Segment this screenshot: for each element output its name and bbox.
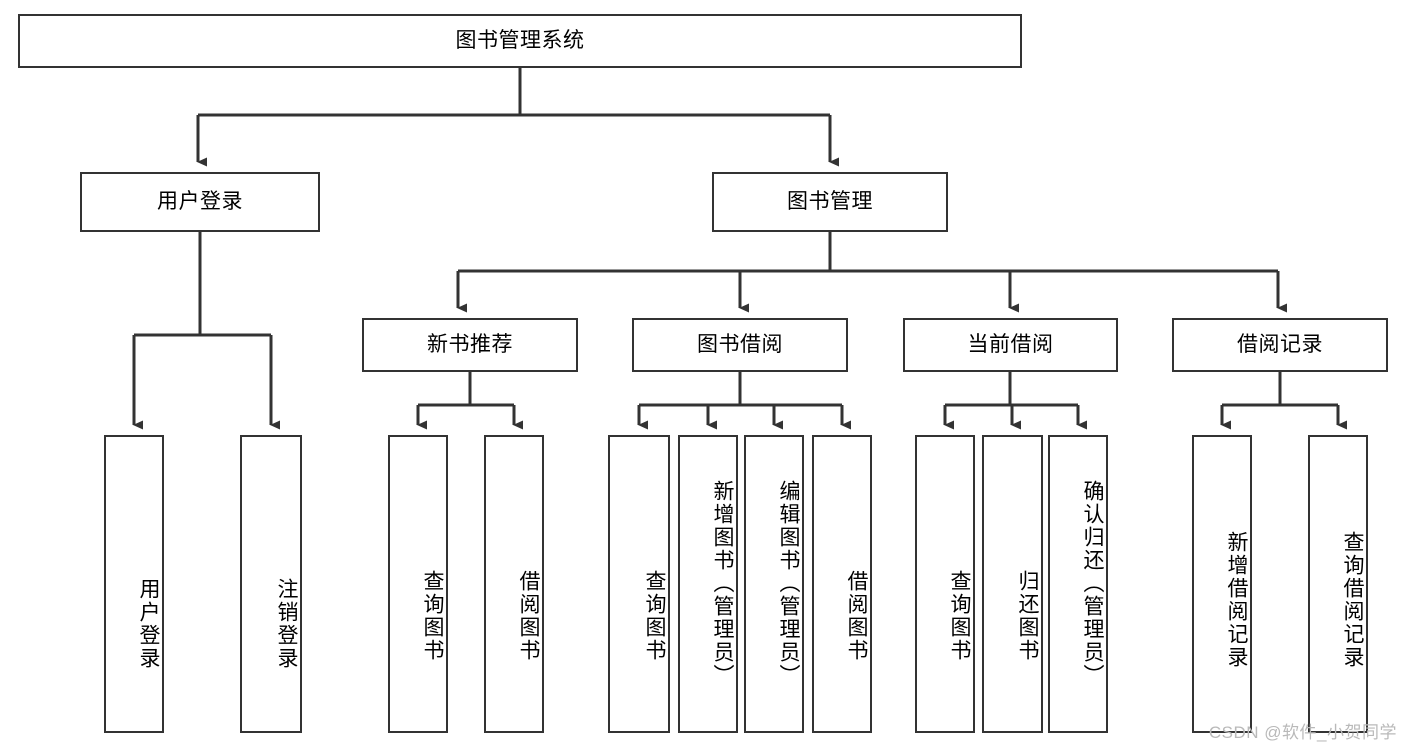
node-current-borrow-label: 当前借阅 [967, 333, 1054, 357]
node-leaf-query-book-borrow-label: 查询图书 [643, 570, 666, 662]
watermark-text: CSDN @软件_小贺同学 [1208, 723, 1397, 742]
node-leaf-add-book-label: 新增图书（管理员） [711, 479, 734, 687]
node-user-login-label: 用户登录 [157, 190, 243, 214]
node-new-book-recommend[interactable]: 新书推荐 [362, 318, 578, 372]
node-leaf-borrow-book-rec-label: 借阅图书 [517, 570, 540, 662]
node-book-borrow[interactable]: 图书借阅 [632, 318, 848, 372]
node-leaf-logout-label: 注销登录 [275, 578, 298, 670]
node-leaf-query-book-cur-label: 查询图书 [948, 570, 971, 662]
node-user-login[interactable]: 用户登录 [80, 172, 320, 232]
node-new-book-recommend-label: 新书推荐 [427, 333, 513, 357]
node-leaf-borrow-book-rec[interactable]: 借阅图书 [484, 435, 544, 733]
node-leaf-add-book[interactable]: 新增图书（管理员） [678, 435, 738, 733]
node-current-borrow[interactable]: 当前借阅 [903, 318, 1118, 372]
node-leaf-edit-book-label: 编辑图书（管理员） [777, 479, 800, 687]
node-leaf-query-book-cur[interactable]: 查询图书 [915, 435, 975, 733]
node-book-manage[interactable]: 图书管理 [712, 172, 948, 232]
node-leaf-query-record-label: 查询借阅记录 [1341, 531, 1364, 669]
node-book-manage-label: 图书管理 [787, 190, 873, 214]
node-leaf-add-record[interactable]: 新增借阅记录 [1192, 435, 1252, 733]
node-root-label: 图书管理系统 [455, 29, 585, 53]
node-borrow-record[interactable]: 借阅记录 [1172, 318, 1388, 372]
node-leaf-borrow-book-label: 借阅图书 [845, 570, 868, 662]
node-book-borrow-label: 图书借阅 [697, 333, 783, 357]
node-leaf-query-book-borrow[interactable]: 查询图书 [608, 435, 670, 733]
node-leaf-confirm-return-label: 确认归还（管理员） [1081, 479, 1104, 687]
node-borrow-record-label: 借阅记录 [1237, 333, 1323, 357]
node-leaf-user-login[interactable]: 用户登录 [104, 435, 164, 733]
node-leaf-user-login-label: 用户登录 [137, 578, 160, 670]
node-leaf-return-book-label: 归还图书 [1016, 570, 1039, 662]
node-leaf-query-record[interactable]: 查询借阅记录 [1308, 435, 1368, 733]
node-root[interactable]: 图书管理系统 [18, 14, 1022, 68]
node-leaf-edit-book[interactable]: 编辑图书（管理员） [744, 435, 804, 733]
node-leaf-logout[interactable]: 注销登录 [240, 435, 302, 733]
node-leaf-return-book[interactable]: 归还图书 [982, 435, 1043, 733]
node-leaf-query-book-rec-label: 查询图书 [421, 570, 444, 662]
node-leaf-add-record-label: 新增借阅记录 [1225, 531, 1248, 669]
node-leaf-borrow-book[interactable]: 借阅图书 [812, 435, 872, 733]
node-leaf-query-book-rec[interactable]: 查询图书 [388, 435, 448, 733]
node-leaf-confirm-return[interactable]: 确认归还（管理员） [1048, 435, 1108, 733]
